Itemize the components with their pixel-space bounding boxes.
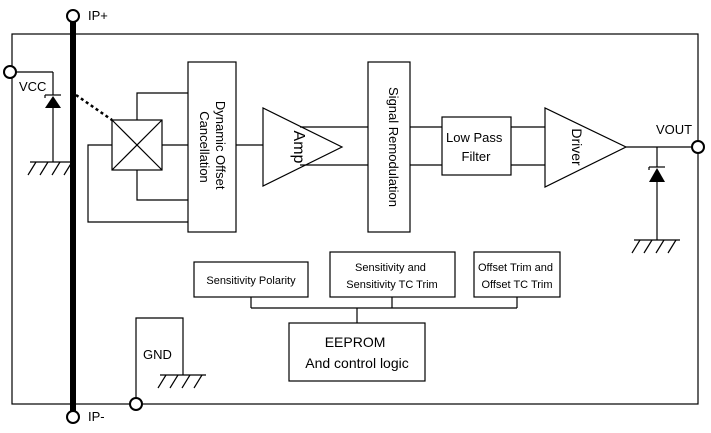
package-outline — [11, 33, 699, 405]
driver-triangle — [544, 107, 628, 188]
vcc-zener — [16, 71, 76, 176]
hall-wiring — [87, 92, 188, 223]
gnd-wiring — [135, 317, 206, 404]
signal-remodulation-label: Signal Remodulation — [386, 87, 401, 207]
coupling-dashed — [75, 93, 113, 122]
vout-label: VOUT — [656, 122, 692, 137]
low-pass-label: Low Pass Filter — [446, 130, 506, 164]
sensitivity-polarity-label: Sensitivity Polarity — [206, 275, 296, 287]
low-pass-filter-block — [441, 116, 512, 176]
vcc-label: VCC — [19, 79, 46, 94]
offset-trim-block — [473, 251, 561, 298]
vout-zener — [631, 147, 680, 254]
ip-plus-pin — [66, 9, 80, 23]
amp-label: Amp — [290, 131, 307, 164]
ip-plus-label: IP+ — [88, 8, 108, 23]
gnd-label: GND — [143, 347, 172, 362]
sensitivity-polarity-block — [193, 261, 309, 298]
eeprom-block — [288, 322, 426, 382]
dynamic-offset-block — [187, 61, 237, 233]
gnd-pin — [129, 397, 143, 411]
driver-label: Driver — [569, 128, 585, 166]
ip-minus-label: IP- — [88, 409, 105, 424]
sensitivity-trim-label: Sensitivity and Sensitivity TC Trim — [346, 262, 437, 291]
vout-pin — [691, 140, 705, 154]
signal-remodulation-block — [367, 61, 411, 233]
trim-bus — [250, 297, 518, 323]
vcc-pin — [3, 65, 17, 79]
ip-minus-pin — [66, 410, 80, 424]
hall-element — [111, 119, 163, 171]
offset-trim-label: Offset Trim and Offset TC Trim — [478, 262, 556, 291]
dynamic-offset-label: Dynamic Offset Cancellation — [197, 101, 228, 193]
eeprom-label: EEPROM And control logic — [305, 334, 409, 371]
